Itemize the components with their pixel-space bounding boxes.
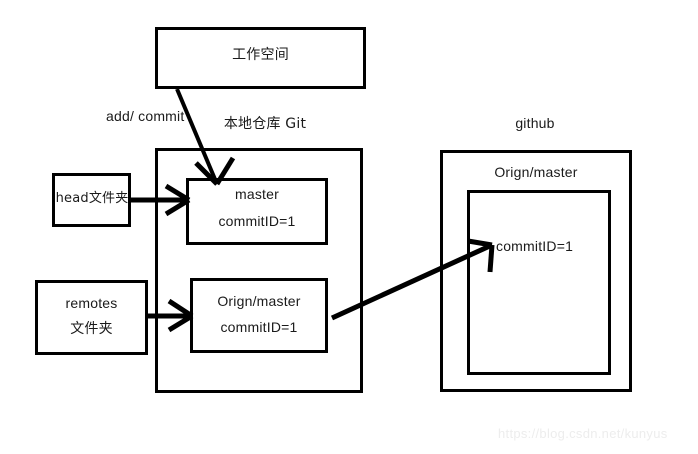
- node-github-origin-master-title: Orign/master: [494, 164, 578, 180]
- node-master-commit-id: commitID=1: [218, 213, 296, 229]
- node-local-origin-master[interactable]: [190, 278, 328, 353]
- local-repo-caption: 本地仓库 Git: [223, 116, 307, 132]
- node-github-inner-commit-id: commitID=1: [496, 238, 574, 254]
- node-master-branch-name: master: [235, 186, 279, 202]
- node-github-inner-commit[interactable]: [467, 190, 611, 375]
- node-remotes-folder-line2: 文件夹: [70, 321, 113, 337]
- node-local-origin-master-name: Orign/master: [217, 293, 301, 309]
- node-head-folder-label: head文件夹: [55, 191, 129, 206]
- edge-label-add-commit: add/ commit: [106, 108, 185, 124]
- node-remotes-folder-line1: remotes: [65, 295, 118, 311]
- node-workspace[interactable]: [155, 27, 366, 89]
- node-workspace-label: 工作空间: [232, 47, 289, 63]
- watermark: https://blog.csdn.net/kunyus: [498, 426, 668, 441]
- node-remotes-folder[interactable]: [35, 280, 148, 355]
- node-local-origin-master-commit-id: commitID=1: [220, 319, 298, 335]
- github-caption: github: [515, 115, 555, 131]
- node-head-folder[interactable]: [52, 173, 131, 227]
